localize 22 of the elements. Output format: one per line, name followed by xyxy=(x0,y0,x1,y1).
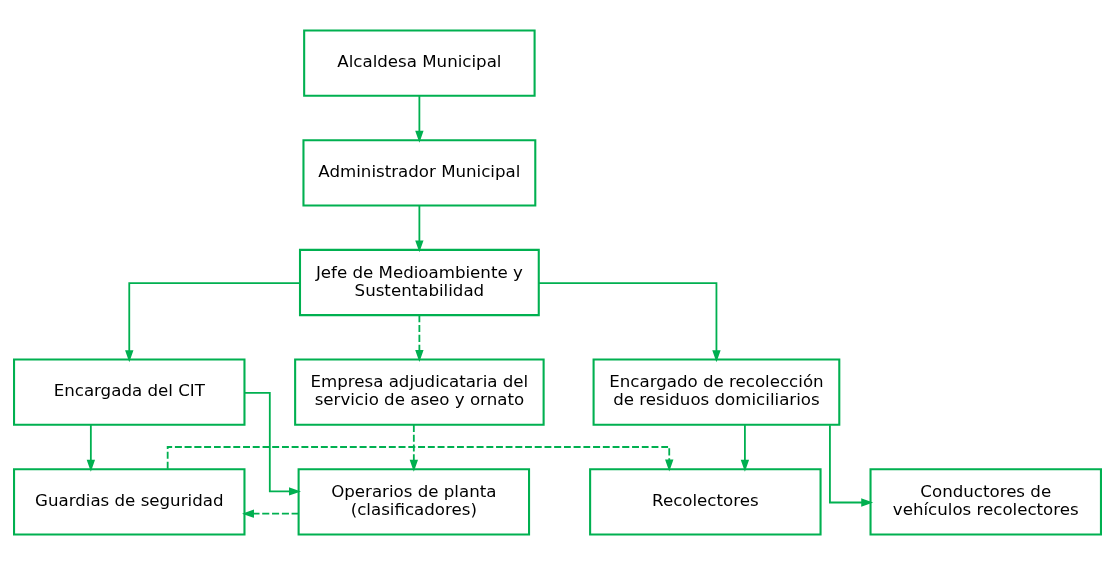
arrow xyxy=(829,423,874,507)
node-box: Empresa adjudicataria del servicio de aseo y ornato xyxy=(294,358,545,426)
node-box: Jefe de Medioambiente y Sustentabilidad xyxy=(298,248,540,316)
node-box: Encargado de recolección de residuos domiciliarios xyxy=(592,358,841,426)
node-box: Alcaldesa Municipal xyxy=(303,29,536,97)
node-box: Conductores de vehículos recolectores xyxy=(869,467,1102,535)
arrow xyxy=(415,94,424,143)
node-box: Guardias de seguridad xyxy=(13,467,246,535)
node-box: Administrador Municipal xyxy=(302,138,537,206)
node-box: Encargada del CIT xyxy=(13,358,246,426)
arrow xyxy=(415,314,424,362)
arrow xyxy=(242,508,300,518)
node-box: Recolectores xyxy=(589,467,822,535)
arrow xyxy=(538,281,721,362)
arrow xyxy=(86,423,96,472)
arrow xyxy=(409,423,418,472)
arrow xyxy=(166,445,674,471)
node-box: Operarios de planta (clasificadores) xyxy=(297,467,531,535)
arrow xyxy=(243,391,301,496)
arrow xyxy=(740,423,750,472)
arrow xyxy=(125,281,301,362)
arrow xyxy=(415,204,424,252)
